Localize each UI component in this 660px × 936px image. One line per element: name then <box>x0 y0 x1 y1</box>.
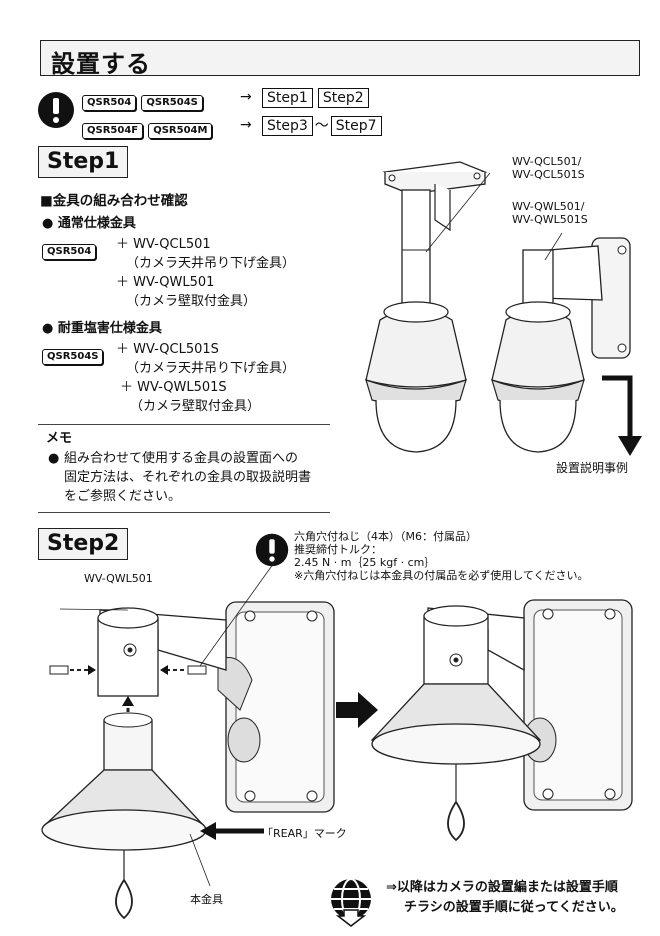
step-ref: Step3 <box>262 116 313 136</box>
salt-label: ● 耐重塩害仕様金具 <box>42 321 162 336</box>
bracket-label: WV-QWL501 <box>84 572 153 585</box>
memo-line: をご参照ください。 <box>64 489 182 504</box>
step-refs-1: Step1 Step2 <box>262 87 369 108</box>
divider <box>38 424 330 425</box>
model-badge: QSR504S <box>141 95 203 111</box>
wall-label: WV-QWL501/ WV-QWL501S <box>512 200 588 226</box>
step-ref: Step7 <box>330 116 382 136</box>
ceiling-label: WV-QCL501/ WV-QCL501S <box>512 155 585 181</box>
hon-kanagu-label: 本金具 <box>190 893 223 906</box>
memo-line: 固定方法は、それぞれの金具の取扱説明書 <box>64 470 312 485</box>
step2-title: Step2 <box>38 528 129 560</box>
salt-line1-sub: （カメラ天井吊り下げ金具） <box>126 361 296 376</box>
normal-line2: ＋ WV-QWL501 <box>116 275 215 290</box>
salt-model: QSR504S <box>42 344 104 365</box>
arrow: → <box>240 117 252 133</box>
page-title-box: 設置する <box>40 40 640 78</box>
salt-line1: ＋ WV-QCL501S <box>116 342 219 357</box>
memo-line: 組み合わせて使用する金具の設置面への <box>64 451 299 466</box>
salt-line2-sub: （カメラ壁取付金具） <box>130 399 261 414</box>
step-ref: Step1 <box>262 88 313 108</box>
salt-line2: ＋ WV-QWL501S <box>120 380 227 395</box>
rear-mark-label: 「REAR」マーク <box>262 827 347 840</box>
model-badge: QSR504S <box>42 349 104 365</box>
range-separator: 〜 <box>314 118 329 134</box>
warning-icon <box>255 533 289 567</box>
step1-heading: ■金具の組み合わせ確認 <box>40 193 188 209</box>
model-badge: QSR504M <box>148 123 213 139</box>
model-badge: QSR504 <box>82 95 137 111</box>
memo-title: メモ <box>46 431 73 446</box>
torque-warning: 六角穴付ねじ（4本）（M6：付属品） 推奨締付トルク： 2.45 N · m｛2… <box>294 530 589 582</box>
step1-illustration <box>365 161 642 456</box>
normal-label: ● 通常仕様金具 <box>42 216 136 231</box>
step1-title: Step1 <box>38 146 129 178</box>
page-title: 設置する <box>51 50 151 78</box>
step2-illustration <box>41 559 633 920</box>
memo-bullet: ● <box>48 451 60 466</box>
step-ref: Step2 <box>317 88 369 108</box>
normal-line2-sub: （カメラ壁取付金具） <box>126 294 257 309</box>
model-row-1: QSR504 QSR504S <box>82 90 203 111</box>
model-badge: QSR504 <box>42 244 97 260</box>
arrow: → <box>240 89 252 105</box>
warning-icon <box>38 92 74 128</box>
globe-download-icon <box>331 878 371 927</box>
normal-line1-sub: （カメラ天井吊り下げ金具） <box>126 256 296 271</box>
normal-line1: ＋ WV-QCL501 <box>116 237 211 252</box>
model-badge: QSR504F <box>82 123 144 139</box>
normal-model: QSR504 <box>42 239 97 260</box>
model-row-2: QSR504F QSR504M <box>82 118 213 139</box>
footer-note: ⇒以降はカメラの設置編または設置手順 チラシの設置手順に従ってください。 <box>386 880 624 915</box>
divider <box>38 512 330 513</box>
fig-caption: 設置説明事例 <box>556 461 629 475</box>
step-refs-2: Step3〜Step7 <box>262 115 382 136</box>
